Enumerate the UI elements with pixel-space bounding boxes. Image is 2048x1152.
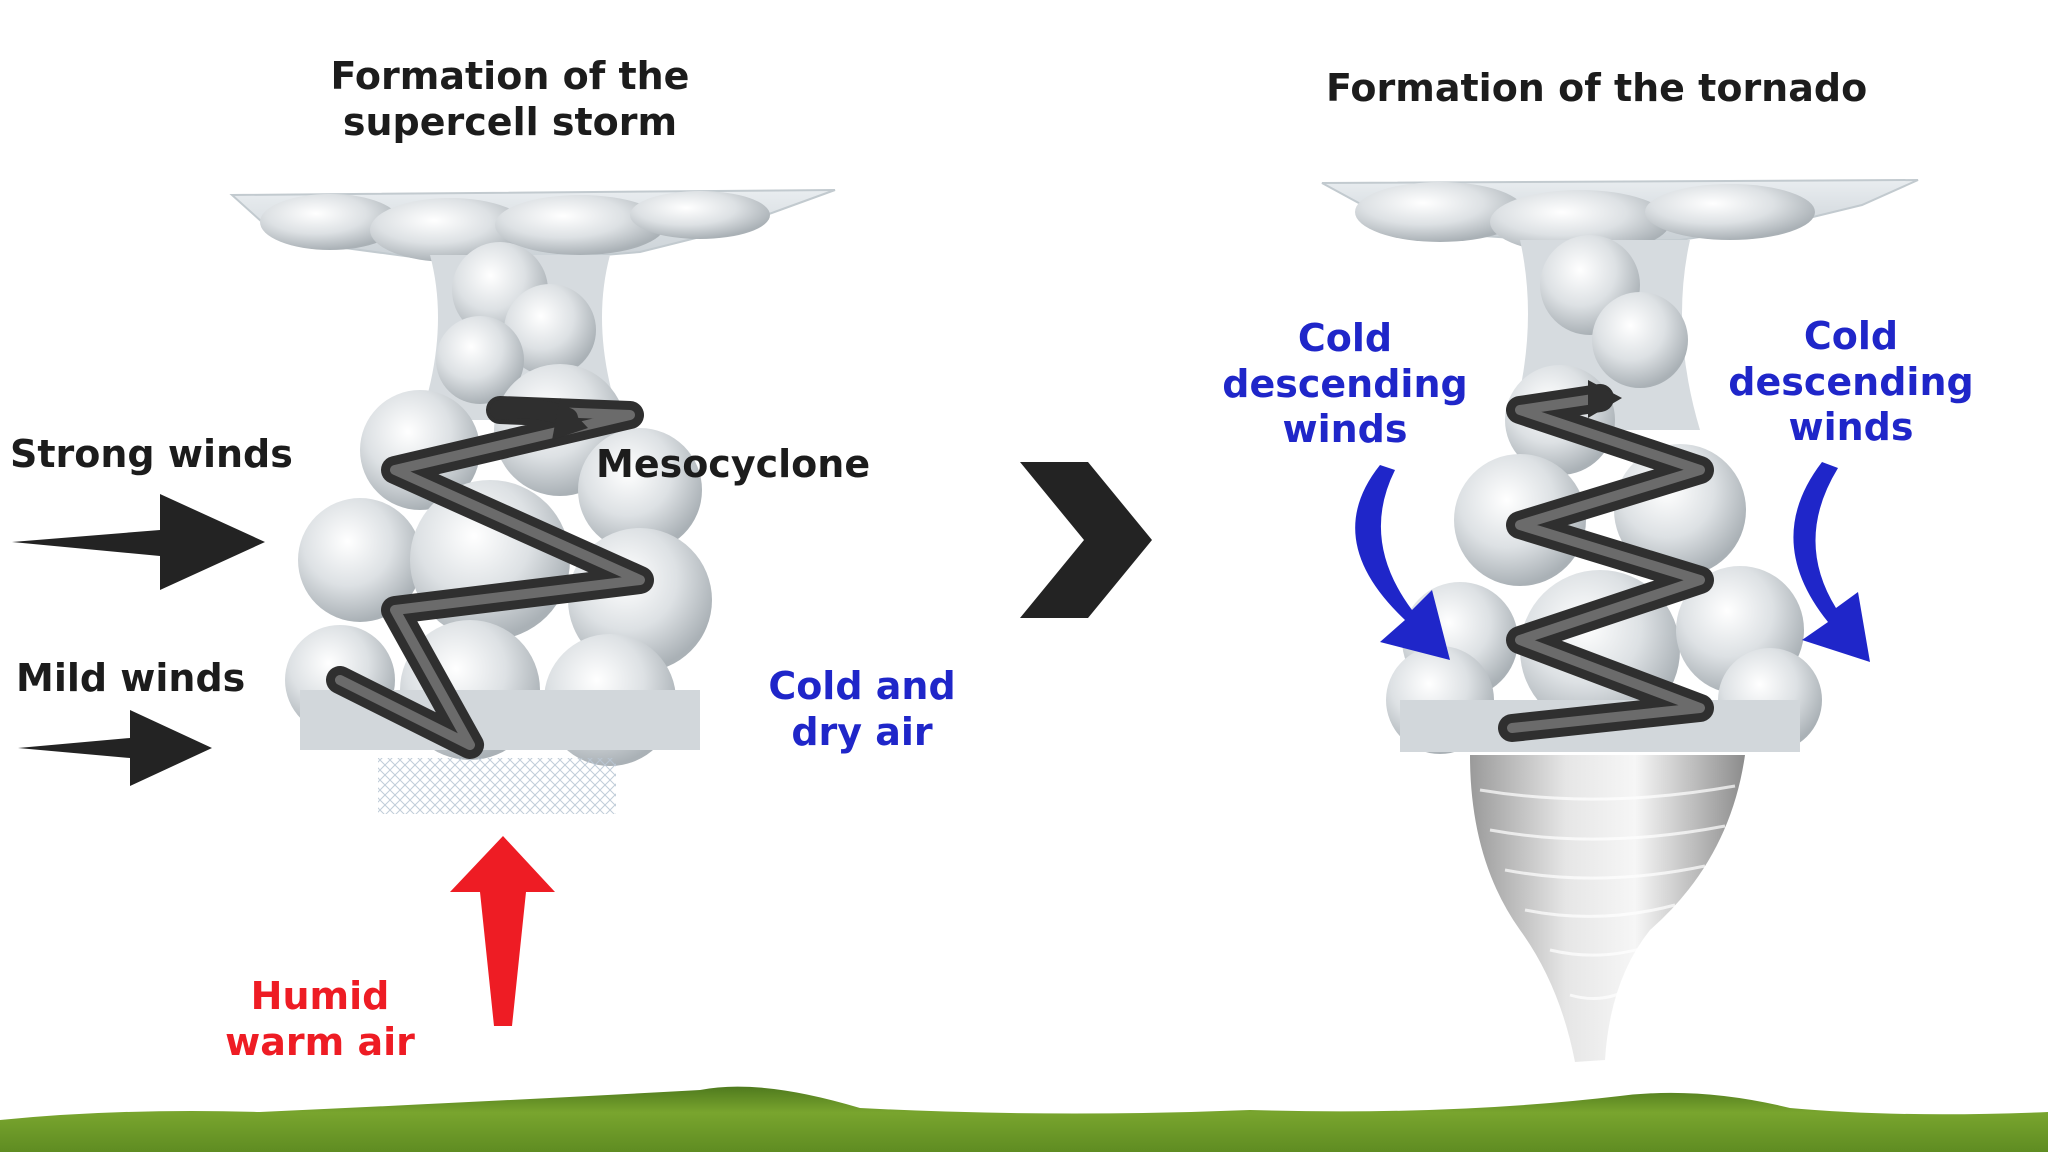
humid-warm-air-arrow bbox=[450, 836, 555, 1026]
cold-descending-arrow-right bbox=[1793, 462, 1870, 662]
supercell-title: Formation of the supercell storm bbox=[300, 54, 720, 145]
humid-warm-air-line2: warm air bbox=[225, 1019, 415, 1064]
humid-warm-air-line1: Humid bbox=[250, 974, 390, 1018]
cold-dry-air-line1: Cold and bbox=[768, 664, 956, 708]
mesocyclone-spiral bbox=[326, 396, 654, 759]
strong-winds-arrow bbox=[12, 494, 265, 590]
supercell-cloud bbox=[229, 189, 836, 814]
cold-left-line2: descending bbox=[1222, 361, 1468, 406]
rain-curtain bbox=[378, 758, 616, 814]
supercell-title-line1: Formation of the bbox=[330, 54, 690, 98]
mild-winds-arrow bbox=[18, 710, 212, 786]
cold-left-line1: Cold bbox=[1297, 316, 1393, 360]
cold-right-line2: descending bbox=[1728, 359, 1974, 404]
humid-warm-air-label: Humid warm air bbox=[200, 974, 440, 1065]
cold-descending-arrow-left bbox=[1355, 465, 1450, 660]
mesocyclone-label: Mesocyclone bbox=[596, 442, 871, 486]
supercell-title-line2: supercell storm bbox=[342, 99, 678, 144]
cold-left-line3: winds bbox=[1282, 407, 1408, 452]
tornado-spiral bbox=[1498, 380, 1714, 742]
mild-winds-label: Mild winds bbox=[16, 656, 246, 700]
tornado-title: Formation of the tornado bbox=[1326, 66, 1868, 110]
transition-chevron bbox=[1020, 462, 1152, 618]
cold-dry-air-label: Cold and dry air bbox=[752, 664, 972, 755]
cold-descending-winds-right-label: Cold descending winds bbox=[1706, 314, 1996, 451]
grass-ground bbox=[0, 1086, 2048, 1152]
cold-right-line3: winds bbox=[1788, 405, 1914, 450]
strong-winds-label: Strong winds bbox=[10, 432, 293, 476]
cold-descending-winds-left-label: Cold descending winds bbox=[1200, 316, 1490, 453]
cold-dry-air-line2: dry air bbox=[791, 709, 933, 754]
cold-right-line1: Cold bbox=[1803, 314, 1899, 358]
tornado-funnel bbox=[1470, 755, 1745, 1062]
